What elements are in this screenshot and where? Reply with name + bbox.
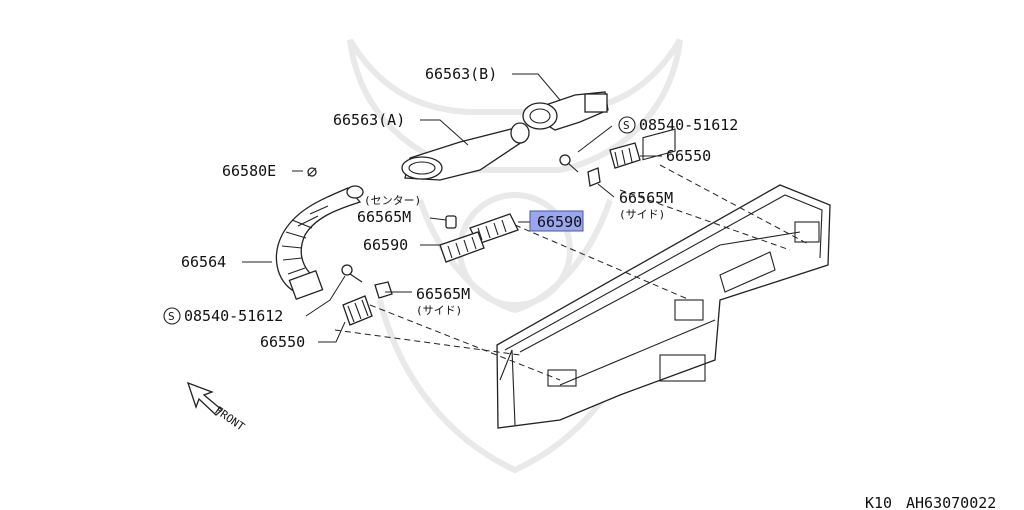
footer-reference: AH63070022 [906,494,996,510]
bolt-symbol-lower-icon [163,307,181,325]
callout-66580e: 66580E [222,162,276,180]
callout-66564: 66564 [181,253,226,271]
duct-66563b [522,91,609,131]
callout-66563b: 66563(B) [425,65,497,83]
instrument-panel [496,128,831,429]
duct-66563a [401,122,530,181]
lower-side-fittings [341,264,393,326]
hose-66564 [275,185,364,301]
front-arrow-icon [186,381,224,416]
bolt-symbol-lower-letter: S [168,310,175,323]
center-grille-66590 [439,213,519,263]
callout-66550-upper: 66550 [666,147,711,165]
callout-66565m-center: 66565M [357,208,411,226]
callout-66590: 66590 [363,236,408,254]
callout-bolt-upper: 08540-51612 [639,116,738,134]
clip-66580e [307,167,317,177]
footer-code: K10 [865,494,892,510]
leader-lines [242,73,662,343]
callout-66563a: 66563(A) [333,111,405,129]
callout-bolt-lower: 08540-51612 [184,307,283,325]
note-side-lower: (サイド) [416,304,462,317]
callout-labels: 66563(B) 66563(A) 66580E 66564 S 08540-5… [163,65,996,510]
mounting-lines [334,164,811,381]
note-side-upper: (サイド) [619,208,665,221]
callout-66565m-side-upper: 66565M [619,189,673,207]
callout-66565m-side-lower: 66565M [416,285,470,303]
front-label: FRONT [212,404,247,434]
note-center: (センター) [364,194,421,207]
bolt-symbol-upper-icon [618,116,636,134]
highlight-66590 [529,210,584,232]
bolt-symbol-upper-letter: S [623,119,630,132]
callout-66590-highlight: 66590 [537,213,582,231]
callout-66550-lower: 66550 [260,333,305,351]
upper-side-fittings [559,142,641,187]
